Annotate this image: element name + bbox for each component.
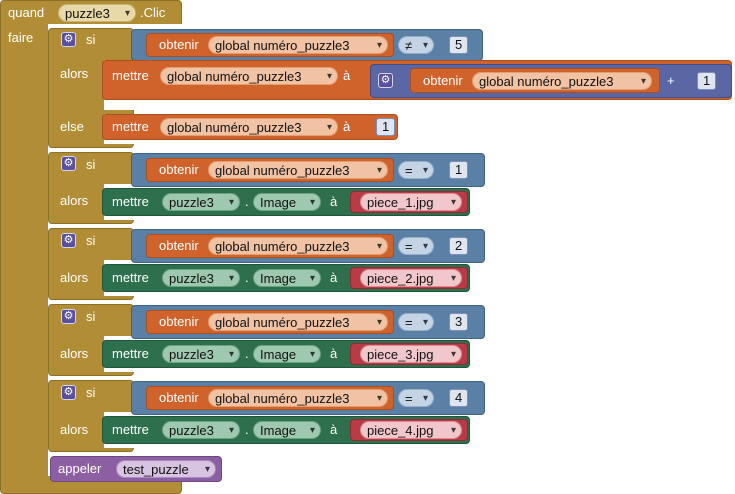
text-value[interactable]: piece_3.jpg (360, 345, 462, 364)
if-label: si (86, 32, 96, 47)
operator-dropdown[interactable]: = (398, 161, 434, 180)
set-label: mettre (112, 346, 149, 361)
text-value[interactable]: piece_4.jpg (360, 421, 462, 440)
set-label: mettre (112, 270, 149, 285)
to-label: à (330, 194, 338, 209)
variable-dropdown[interactable]: global numéro_puzzle3 (160, 67, 338, 86)
else-label: else (60, 119, 84, 134)
component-dropdown[interactable]: puzzle3 (162, 345, 240, 364)
number-field[interactable]: 1 (376, 118, 396, 136)
component-dropdown[interactable]: puzzle3 (162, 421, 240, 440)
to-label: à (343, 119, 351, 134)
component-dropdown[interactable]: puzzle3 (58, 4, 136, 23)
get-label: obtenir (159, 37, 199, 52)
number-field[interactable]: 4 (449, 389, 469, 407)
variable-dropdown[interactable]: global numéro_puzzle3 (208, 36, 388, 55)
number-field[interactable]: 1 (449, 161, 469, 179)
variable-dropdown[interactable]: global numéro_puzzle3 (208, 313, 388, 332)
procedure-dropdown[interactable]: test_puzzle (116, 460, 216, 479)
get-label: obtenir (159, 162, 199, 177)
component-dropdown[interactable]: puzzle3 (162, 269, 240, 288)
if-label: si (86, 233, 96, 248)
dot-label: . (245, 194, 249, 209)
number-field[interactable]: 1 (697, 72, 717, 90)
component-dropdown[interactable]: puzzle3 (162, 193, 240, 212)
text-value[interactable]: piece_2.jpg (360, 269, 462, 288)
then-label: alors (60, 422, 89, 437)
property-dropdown[interactable]: Image (253, 269, 321, 288)
event-do-label: faire (8, 30, 34, 45)
then-label: alors (60, 346, 89, 361)
operator-dropdown[interactable]: = (398, 237, 434, 256)
dot-label: . (245, 346, 249, 361)
property-dropdown[interactable]: Image (253, 345, 321, 364)
to-label: à (343, 68, 351, 83)
variable-dropdown[interactable]: global numéro_puzzle3 (208, 389, 388, 408)
mutator-gear-icon[interactable]: ⚙ (61, 385, 76, 400)
dot-label: . (245, 422, 249, 437)
then-label: alors (60, 66, 89, 81)
operator-dropdown[interactable]: ≠ (398, 36, 434, 55)
set-label: mettre (112, 422, 149, 437)
get-label: obtenir (159, 314, 199, 329)
mutator-gear-icon[interactable]: ⚙ (378, 73, 393, 88)
number-field[interactable]: 2 (449, 237, 469, 255)
then-label: alors (60, 193, 89, 208)
then-label: alors (60, 270, 89, 285)
get-label: obtenir (423, 73, 463, 88)
event-when-label: quand (8, 5, 45, 20)
set-label: mettre (112, 68, 149, 83)
mutator-gear-icon[interactable]: ⚙ (61, 309, 76, 324)
operator-dropdown[interactable]: = (398, 389, 434, 408)
set-label: mettre (112, 194, 149, 209)
dot-label: . (245, 270, 249, 285)
number-field[interactable]: 5 (449, 36, 469, 54)
variable-dropdown[interactable]: global numéro_puzzle3 (160, 118, 338, 137)
to-label: à (330, 346, 338, 361)
mutator-gear-icon[interactable]: ⚙ (61, 156, 76, 171)
number-field[interactable]: 3 (449, 313, 469, 331)
variable-dropdown[interactable]: global numéro_puzzle3 (472, 72, 652, 91)
plus-label: + (667, 73, 675, 88)
variable-dropdown[interactable]: global numéro_puzzle3 (208, 237, 388, 256)
call-label: appeler (58, 461, 102, 476)
text-value[interactable]: piece_1.jpg (360, 193, 462, 212)
set-label: mettre (112, 119, 149, 134)
property-dropdown[interactable]: Image (253, 193, 321, 212)
if-label: si (86, 157, 96, 172)
get-label: obtenir (159, 238, 199, 253)
operator-dropdown[interactable]: = (398, 313, 434, 332)
mutator-gear-icon[interactable]: ⚙ (61, 233, 76, 248)
if-label: si (86, 385, 96, 400)
get-label: obtenir (159, 390, 199, 405)
variable-dropdown[interactable]: global numéro_puzzle3 (208, 161, 388, 180)
event-name-label: .Clic (140, 5, 166, 20)
if-label: si (86, 309, 96, 324)
to-label: à (330, 422, 338, 437)
property-dropdown[interactable]: Image (253, 421, 321, 440)
mutator-gear-icon[interactable]: ⚙ (61, 32, 76, 47)
to-label: à (330, 270, 338, 285)
